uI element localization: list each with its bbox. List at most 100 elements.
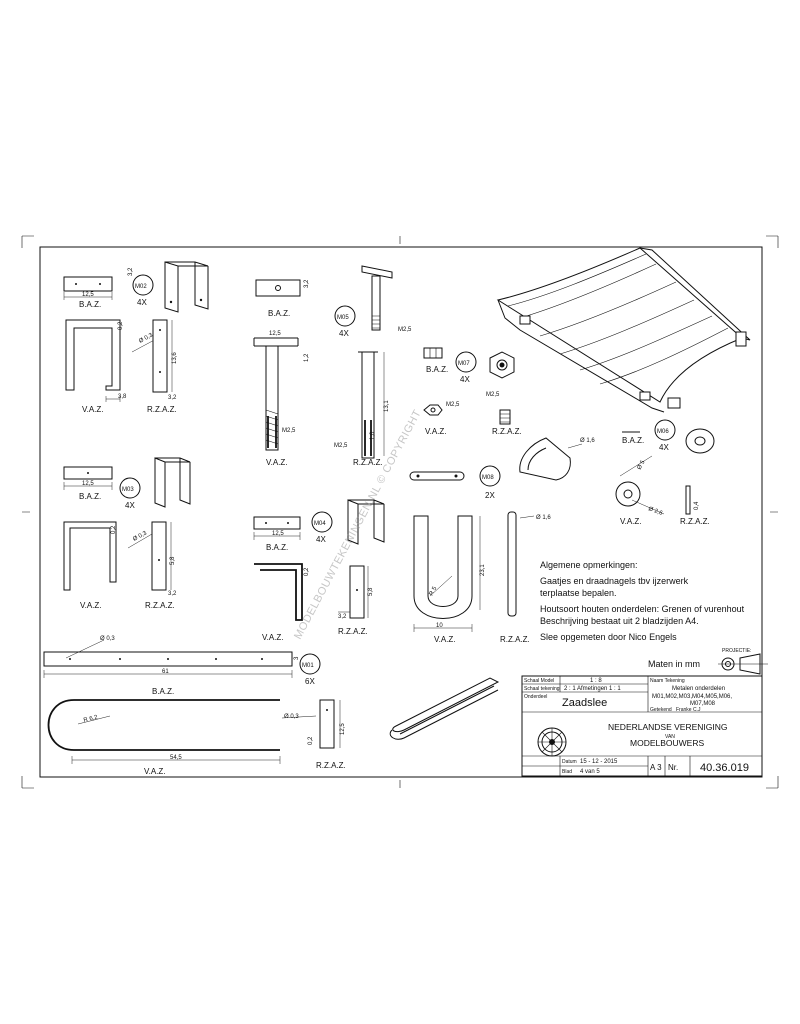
tb-drawn-by: Franke C.J: [676, 707, 701, 713]
tag-m05-bubble: [334, 305, 356, 327]
label-m06-rzaz: R.Z.A.Z.: [680, 517, 710, 526]
sled-iso: [496, 247, 751, 413]
notes-line-1: Gaatjes en draadnagels tbv ijzerwerk: [540, 576, 689, 586]
dim-m04-len: 5,8: [368, 587, 374, 596]
label-m06-vaz: V.A.Z.: [620, 517, 642, 526]
tb-number: 40.36.019: [700, 762, 749, 774]
label-m08-vaz: V.A.Z.: [434, 635, 456, 644]
tb-title-1: Metalen onderdelen: [672, 686, 725, 692]
tb-object-label: Onderdeel: [524, 694, 547, 700]
dim-m08-dia2: Ø 1,6: [536, 515, 551, 521]
tb-org-2: VAN: [665, 734, 675, 740]
dim-m03-t: 0,2: [111, 525, 117, 534]
dim-m05-headh: 1,2: [304, 353, 310, 362]
tb-sheet: 4 van 5: [580, 769, 600, 775]
dim-m04-width: 12,5: [272, 531, 284, 537]
part-m01: Ø 0,3 61 3 B.A.Z. M01 6X R 6,2 54,5 V.A.…: [43, 636, 346, 776]
label-m01-baz: B.A.Z.: [152, 687, 174, 696]
label-m02-vaz: V.A.Z.: [82, 405, 104, 414]
tag-m04: M04: [314, 521, 326, 527]
label-m07-rzaz: R.Z.A.Z.: [492, 427, 522, 436]
dim-m03-len: 5,8: [170, 556, 176, 565]
nvm-logo: [537, 727, 567, 757]
dim-m01-t: 0,2: [308, 736, 314, 745]
tb-date: 15 - 12 - 2015: [580, 759, 618, 765]
dim-m02-phi: Ø 0,3: [138, 332, 154, 344]
label-m04-vaz: V.A.Z.: [262, 633, 284, 642]
dim-m07-thread: M2,5: [486, 392, 500, 398]
tag-m08-bubble: [479, 465, 501, 487]
qty-m02: 4X: [137, 298, 147, 307]
dim-m08-radius: R 5: [429, 585, 439, 597]
dim-m02-w2: 3,2: [168, 395, 177, 401]
notes-line-2: terplaatse bepalen.: [540, 588, 617, 598]
dim-m02-width: 12,5: [82, 292, 94, 298]
dim-m01-len: 61: [162, 669, 169, 675]
tag-m02: M02: [135, 284, 147, 290]
qty-m04: 4X: [316, 535, 326, 544]
label-m04-rzaz: R.Z.A.Z.: [338, 627, 368, 636]
part-m06: B.A.Z. M06 4X Ø 5 Ø 2,6 V.A.Z. 0,4 R.Z.A…: [615, 419, 715, 526]
label-m07-baz: B.A.Z.: [426, 365, 448, 374]
dim-m08-dia: Ø 1,6: [580, 438, 595, 444]
dim-m05-thread2: M2,5: [334, 443, 348, 449]
tb-object: Zaadslee: [562, 697, 607, 709]
dim-m04-w2: 3,2: [338, 614, 347, 620]
dim-m08-width: 10: [436, 623, 443, 629]
part-m04: 12,5 B.A.Z. M04 4X 0,2 V.A.Z. 5,8 3,2 R.…: [253, 499, 385, 642]
dim-m02-t: 0,2: [118, 321, 124, 330]
label-m01-vaz: V.A.Z.: [144, 767, 166, 776]
runner-iso: [389, 677, 500, 740]
units-note: Maten in mm: [648, 659, 700, 669]
dim-m07-thread-vaz: M2,5: [446, 402, 460, 408]
label-m08-rzaz: R.Z.A.Z.: [500, 635, 530, 644]
part-m02: 12,5 3,2 B.A.Z. M02 4X 0,2 Ø 0,3 3,8 V.A…: [63, 261, 209, 414]
projection-symbol: [718, 653, 768, 675]
dim-m04-t: 0,2: [304, 567, 310, 576]
label-m02-baz: B.A.Z.: [79, 300, 101, 309]
label-m07-vaz: V.A.Z.: [425, 427, 447, 436]
label-m05-vaz: V.A.Z.: [266, 458, 288, 467]
dim-m02-lip: 3,8: [118, 394, 127, 400]
tb-scale-drawing: 2 : 1 Afmetingen 1 : 1: [564, 686, 621, 692]
dim-m01-flat: 54,5: [170, 755, 182, 761]
tb-org-1: NEDERLANDSE VERENIGING: [608, 722, 728, 732]
tb-drawn-label: Getekend: [650, 707, 672, 713]
label-m03-vaz: V.A.Z.: [80, 601, 102, 610]
dim-m02-height: 3,2: [128, 267, 134, 276]
dim-m05-thread-iso: M2,5: [398, 327, 412, 333]
label-m05-baz: B.A.Z.: [268, 309, 290, 318]
dim-m06-inner: Ø 2,6: [647, 506, 663, 517]
dim-m03-w2: 3,2: [168, 591, 177, 597]
tb-nr-label: Nr.: [668, 763, 678, 772]
tb-org-3: MODELBOUWERS: [630, 738, 704, 748]
dim-m05-h: 3,2: [304, 279, 310, 288]
dim-m01-radius: R 6,2: [83, 714, 99, 723]
label-m05-rzaz: R.Z.A.Z.: [353, 458, 383, 467]
qty-m03: 4X: [125, 501, 135, 510]
sheet-frame: [21, 235, 779, 789]
dim-m05-thread: M2,5: [282, 428, 296, 434]
qty-m01: 6X: [305, 677, 315, 686]
tag-m06-bubble: [654, 419, 676, 441]
title-block: Schaal Model 1 : 8 Schaal tekening 2 : 1…: [521, 675, 763, 777]
tb-title-label: Naam Tekening: [650, 678, 685, 684]
tag-m05: M05: [337, 315, 349, 321]
tb-title-2: M01,M02,M03,M04,M05,M06,: [652, 694, 732, 700]
tb-scale-drawing-label: Schaal tekening: [524, 686, 560, 692]
tag-m07: M07: [458, 361, 470, 367]
part-m07: B.A.Z. M07 4X M2,5 M2,5 V.A.Z. R.Z.A.Z.: [423, 347, 522, 436]
dim-m05-thr-len: 1,0: [370, 431, 376, 440]
label-m01-rzaz: R.Z.A.Z.: [316, 761, 346, 770]
dim-m05-headw: 12,5: [269, 331, 281, 337]
qty-m08: 2X: [485, 491, 495, 500]
notes-line-4: Beschrijving bestaat uit 2 bladzijden A4…: [540, 616, 699, 626]
dim-m05-len: 13,1: [384, 400, 390, 412]
tb-scale-model: 1 : 8: [590, 678, 602, 684]
tag-m01-bubble: [299, 653, 321, 675]
tag-m04-bubble: [311, 511, 333, 533]
dim-m06-outer: Ø 5: [637, 459, 647, 471]
label-m03-rzaz: R.Z.A.Z.: [145, 601, 175, 610]
qty-m07: 4X: [460, 375, 470, 384]
notes-heading: Algemene opmerkingen:: [540, 560, 638, 570]
